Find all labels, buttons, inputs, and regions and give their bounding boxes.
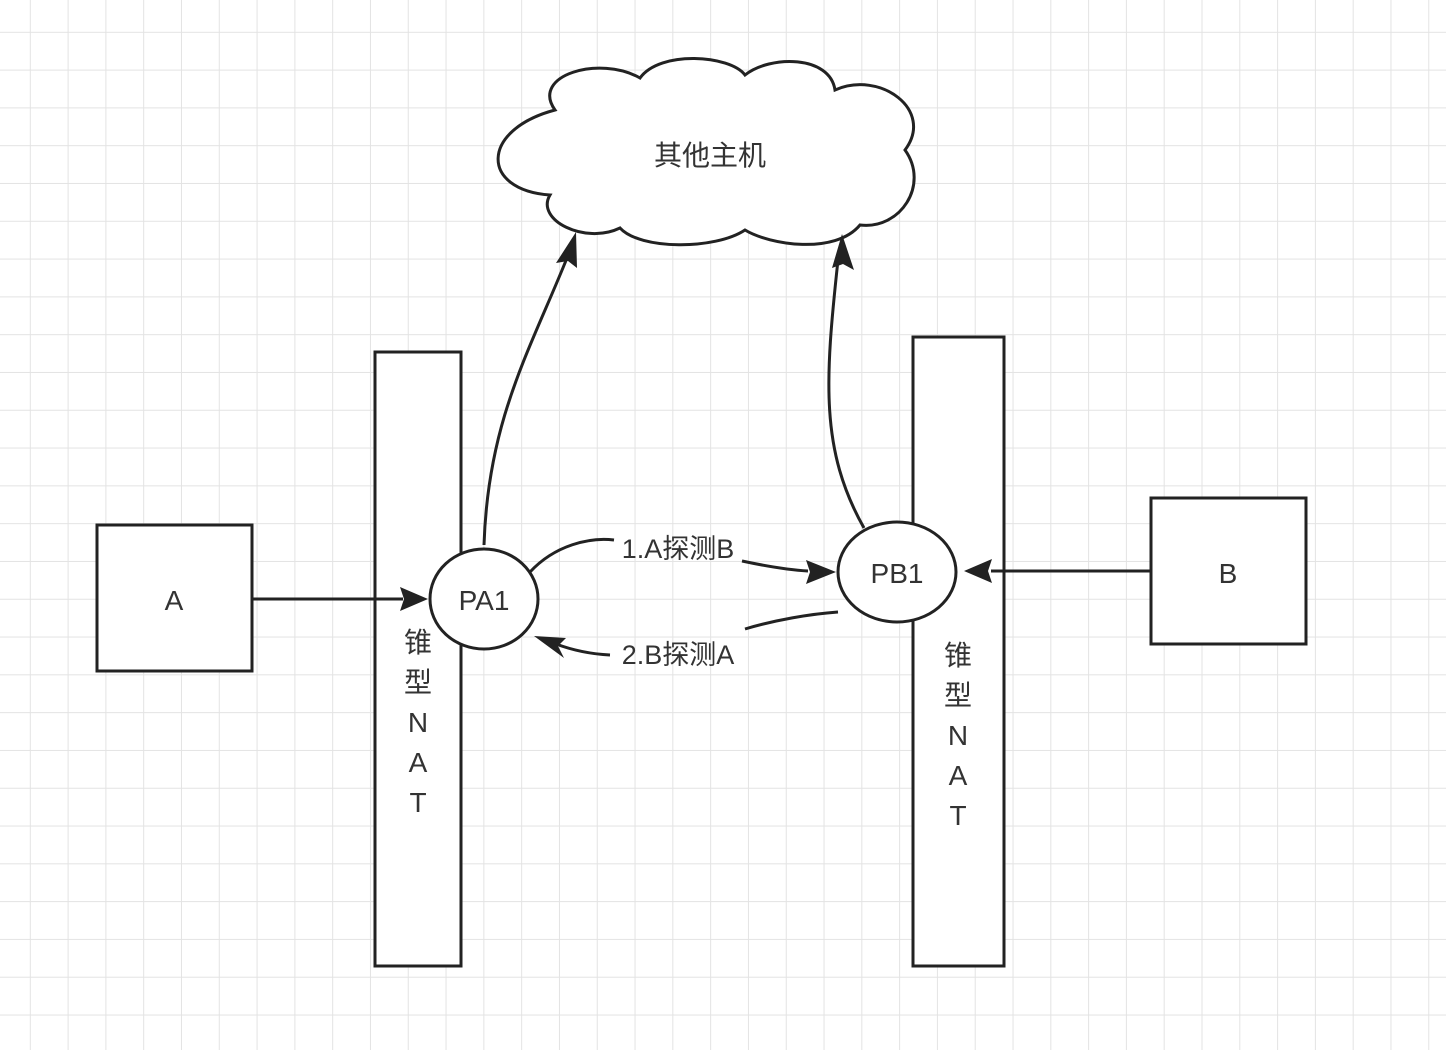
arrowhead-cloud-right	[832, 234, 854, 270]
nat-right: 锥 型 N A T	[911, 335, 1006, 968]
edge-pa1-to-pb1	[528, 537, 615, 574]
arrowhead-pa1-from-pb1	[534, 636, 566, 658]
edge-pb1-to-pa1	[744, 610, 839, 631]
nat-left-char-5: T	[409, 787, 426, 818]
nat-right-char-1: 锥	[944, 640, 972, 671]
nat-left-char-3: N	[408, 707, 428, 738]
nat-right-bar	[911, 335, 1006, 968]
port-pb1-label: PB1	[871, 558, 924, 589]
edge-label-a-probe-b: 1.A探测B	[622, 534, 735, 564]
host-a-box	[95, 523, 254, 673]
cloud-other-hosts: 其他主机	[496, 57, 916, 247]
arrowheads	[400, 232, 992, 658]
host-a: A	[95, 523, 254, 673]
edge-pb1-to-pa1-tail	[555, 642, 611, 657]
port-pa1-label: PA1	[459, 585, 510, 616]
edge-pb1-to-cloud	[827, 259, 866, 529]
nat-left-bar	[373, 350, 463, 968]
port-pa1: PA1	[428, 547, 540, 651]
nat-right-char-5: T	[949, 800, 966, 831]
edge-label-b-probe-a: 2.B探测A	[622, 640, 735, 670]
arrowhead-cloud-left	[556, 232, 577, 268]
nat-right-char-4: A	[949, 760, 968, 791]
host-b-box	[1149, 496, 1308, 646]
cloud-label: 其他主机	[654, 140, 766, 171]
connectors	[252, 257, 1151, 657]
host-b: B	[1149, 496, 1308, 646]
nat-left: 锥 型 N A T	[373, 350, 463, 968]
host-a-label: A	[165, 585, 184, 616]
nat-left-char-1: 锥	[404, 627, 432, 658]
arrowhead-pa1	[400, 587, 428, 611]
nat-left-char-4: A	[409, 747, 428, 778]
port-pb1: PB1	[836, 520, 958, 624]
host-b-label: B	[1219, 558, 1238, 589]
edge-pa1-to-pb1-tail	[741, 559, 809, 573]
port-pa1-ellipse	[428, 547, 540, 651]
arrowhead-pb1-from-pa1	[806, 560, 836, 584]
cloud-shape	[496, 57, 916, 247]
port-pb1-ellipse	[836, 520, 958, 624]
nat-right-char-3: N	[948, 720, 968, 751]
nat-right-char-2: 型	[944, 680, 972, 711]
arrowhead-pb1-from-b	[964, 559, 992, 583]
nat-left-char-2: 型	[404, 667, 432, 698]
edge-pa1-to-cloud	[482, 257, 569, 546]
